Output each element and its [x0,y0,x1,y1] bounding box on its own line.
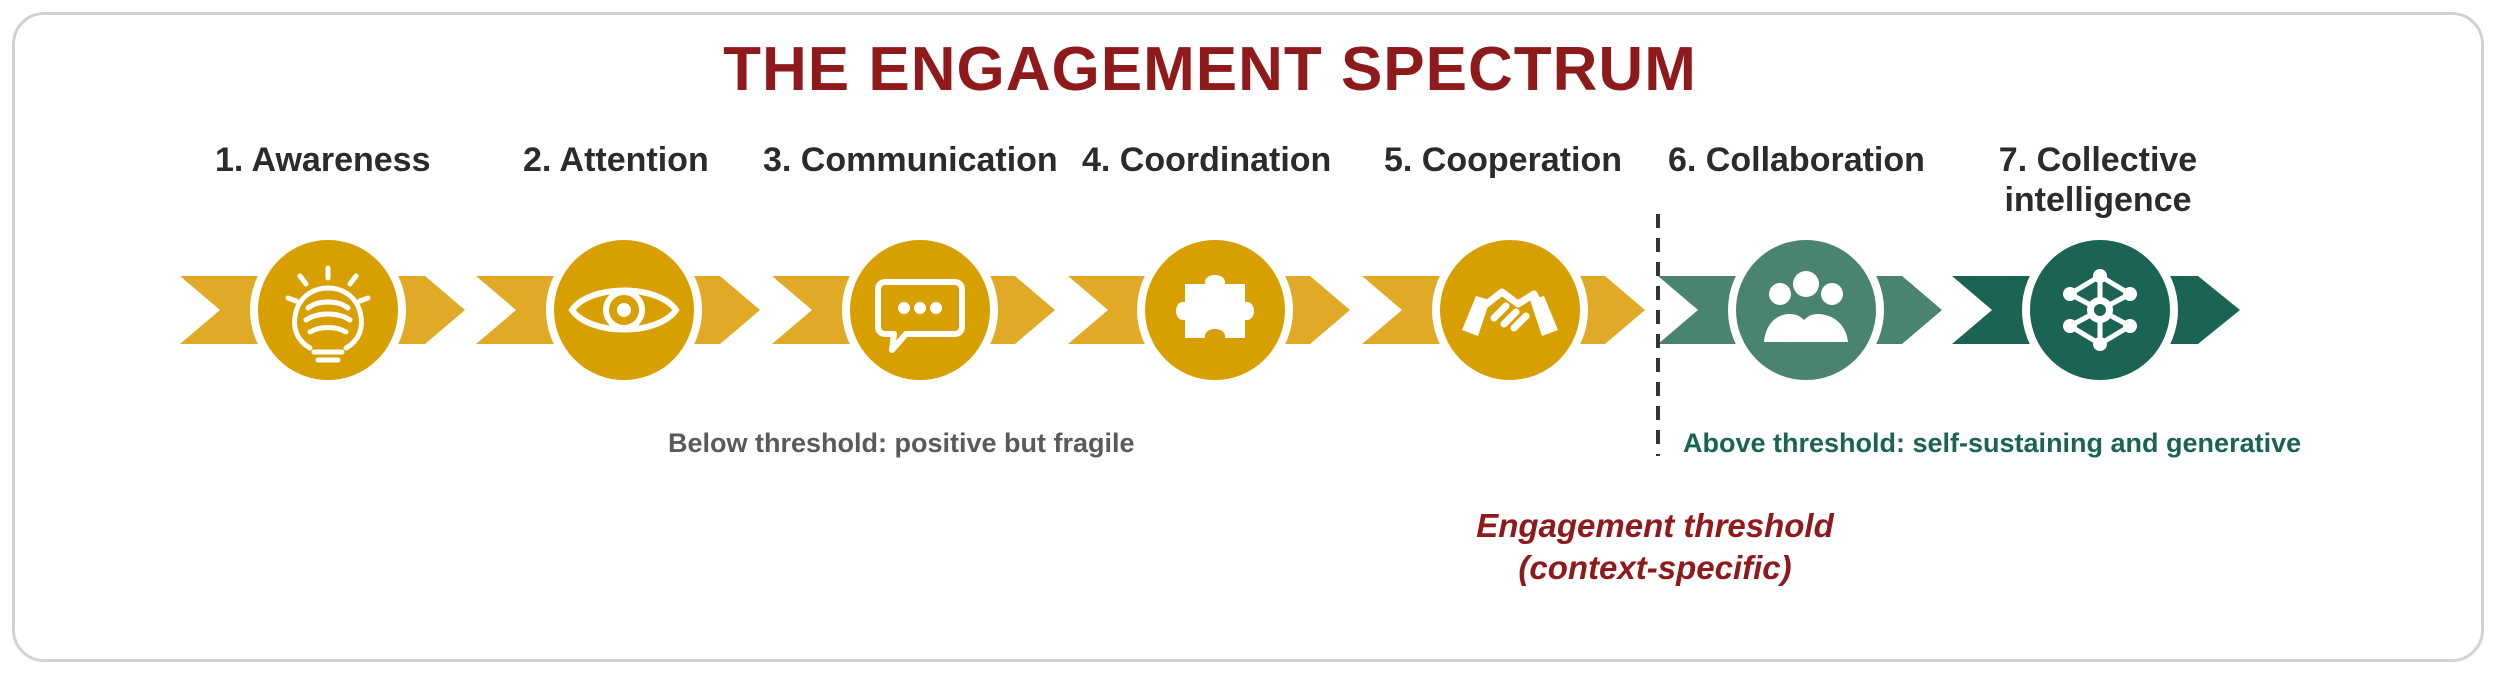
chevron-arrow [985,276,1055,344]
stage-label-collaboration: 6. Collaboration [1668,141,1925,179]
eye-icon [568,287,680,333]
below-threshold-label: Below threshold: positive but fragile [668,428,1135,458]
chat-bubble-icon [875,279,965,353]
above-threshold-label: Above threshold: self-sustaining and gen… [1683,428,2302,458]
threshold-label-line2: (context-specific) [1518,549,1792,586]
stage-label-collective-intelligence: 7. Collective intelligence [1998,141,2198,219]
chevron-arrow [1280,276,1350,344]
chevron-arrow [395,276,465,344]
network-icon [2063,269,2137,351]
handshake-icon [1462,288,1558,336]
puzzle-piece-icon [1176,275,1254,338]
threshold-label-line1: Engagement threshold [1476,507,1834,544]
lightbulb-brain-icon [285,265,371,363]
chevron-arrow [1575,276,1645,344]
stage-label-attention: 2. Attention [523,141,709,179]
stage-label-communication: 3. Communication [763,141,1058,179]
chevron-arrow [690,276,760,344]
stage-circle-collaboration [1728,232,1884,388]
chevron-arrow [2168,276,2240,344]
chevron-arrow [1872,276,1942,344]
threshold-label: Engagement threshold (context-specific) [1405,505,1905,589]
stage-label-coordination: 4. Coordination [1082,141,1332,179]
stage-circle-cooperation [1432,232,1588,388]
stage-label-cooperation: 5. Cooperation [1384,141,1623,179]
stage-label-awareness: 1. Awareness [215,141,431,179]
people-group-icon [1764,271,1848,342]
stage-circle-awareness [250,232,406,388]
page-title: THE ENGAGEMENT SPECTRUM [723,35,1697,104]
